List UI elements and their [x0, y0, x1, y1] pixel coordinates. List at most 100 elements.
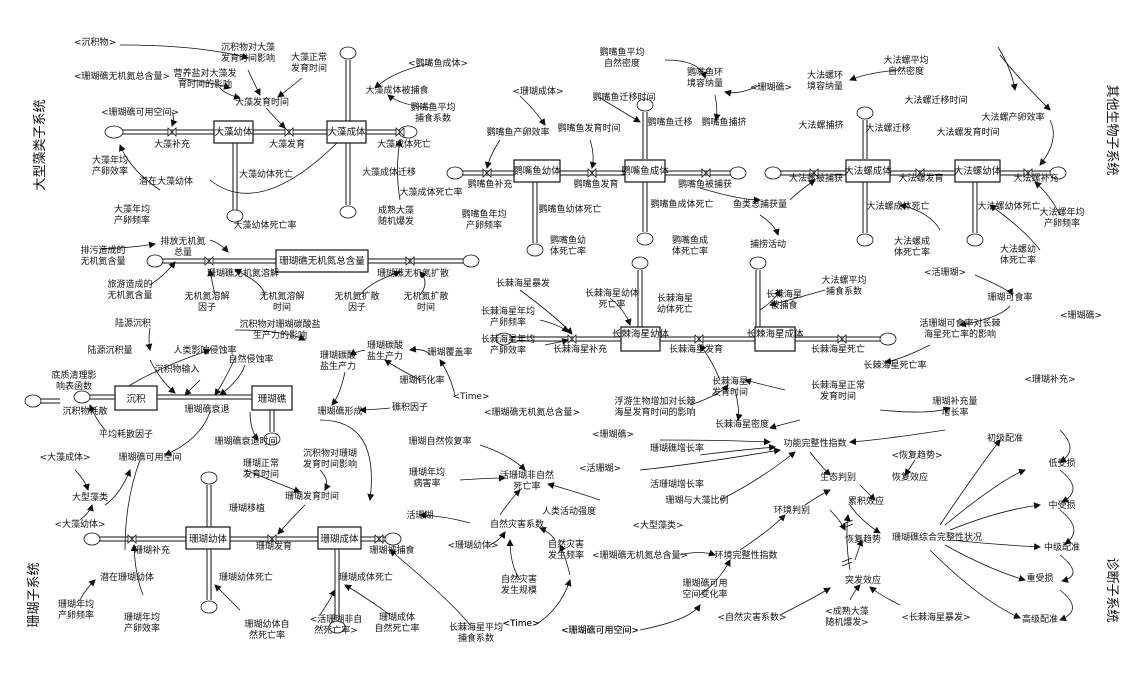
var-label: 自然密度	[604, 57, 640, 69]
var-label: 海星死亡率的影响	[924, 328, 996, 340]
var-label: 大藻年均	[92, 154, 128, 166]
var-label: 大法螺平均	[821, 274, 866, 286]
var-label: 珊瑚礁综合完整性状况	[892, 531, 982, 543]
stock-parrotfish-juvenile: 鹦嘴鱼幼体	[513, 165, 561, 177]
var-label: 鹦嘴鱼幼	[550, 234, 586, 246]
var-label: 大法螺环	[807, 69, 843, 81]
var-label: 珊瑚年均	[409, 466, 445, 478]
var-label: 发育时间影响	[221, 52, 275, 64]
var-label: 大藻补充	[154, 138, 190, 150]
var-label: 盐生产力	[320, 360, 356, 372]
var-label: 大藻年均	[114, 203, 150, 215]
var-label: 累积效应	[848, 495, 884, 507]
var-label: 大法螺发育	[898, 172, 943, 184]
var-label: 鹦嘴鱼成	[672, 234, 708, 246]
var-label: 时间	[273, 301, 291, 313]
var-label: 排放无机氮	[160, 235, 205, 247]
var-label: 死亡率	[598, 298, 625, 310]
var-label: 空间变化率	[682, 588, 727, 600]
var-label: 中受损	[1048, 499, 1075, 511]
var-label: 底质清理影	[51, 369, 96, 381]
var-label: <珊瑚礁可用空间>	[561, 624, 639, 636]
var-label: 大藻幼体死亡	[239, 168, 293, 180]
var-label: 活珊瑚可食率对长棘	[919, 317, 1000, 329]
var-label: 旅游造成的	[107, 278, 152, 290]
var-label: 发育时间	[820, 390, 856, 402]
var-label: 大法螺平均	[883, 54, 928, 66]
var-label: 海星发育时间的影响	[614, 406, 695, 418]
var-label: 产卵频率	[1044, 217, 1080, 229]
var-label: 捕食系数	[415, 112, 451, 124]
var-label: 大藻成体死亡	[377, 138, 431, 150]
var-label: 潜在珊瑚幼体	[100, 571, 154, 583]
var-label: 大藻成体被捕食	[365, 84, 428, 96]
var-label: 珊瑚与大藻比例	[665, 494, 728, 506]
stock-boxes	[114, 120, 1001, 550]
var-label: 产卵频率	[58, 609, 94, 621]
var-label: 珊瑚礁无机氮扩散	[377, 267, 449, 279]
flow-pipes	[40, 60, 1050, 620]
var-label: 无机氮扩散	[334, 290, 379, 302]
var-label: 突发效应	[845, 574, 881, 586]
stock-coral-adult: 珊瑚成体	[320, 533, 359, 545]
var-label: 鹦嘴鱼成体死亡	[650, 198, 713, 210]
subsystem-coral: 珊瑚子系统	[27, 562, 42, 627]
var-label: 长棘海星死亡率	[863, 359, 926, 371]
var-label: <大藻成体>	[39, 451, 90, 463]
var-label: 活珊瑚非自然	[500, 469, 554, 481]
var-label: 珊瑚年均	[124, 611, 160, 623]
var-label: 礁积因子	[392, 401, 428, 413]
var-label: 长棘海星正常	[811, 379, 865, 391]
var-label: 陆源沉积量	[87, 344, 132, 356]
var-label: 珊瑚礁增长率	[650, 442, 704, 454]
var-label: 珊瑚发育	[256, 540, 292, 552]
var-label: <珊瑚礁>	[1060, 309, 1102, 321]
var-label: 长棘海星	[657, 292, 693, 304]
var-label: 浮游生物增加对长棘	[614, 395, 695, 407]
var-label: 长棘海星发育	[669, 343, 723, 355]
stock-coral-juvenile: 珊瑚幼体	[189, 533, 228, 545]
var-label: 发育时间	[243, 468, 279, 480]
var-label: 死亡率	[513, 480, 540, 492]
var-label: 育时间的影响	[178, 78, 232, 90]
subsystem-macroalgae: 大型藻类子系统	[33, 99, 48, 190]
var-label: <大藻幼体>	[54, 518, 105, 530]
var-label: 大法螺幼	[1000, 243, 1036, 255]
var-label: 环境判别	[774, 504, 810, 516]
var-label: 长棘海星年均	[481, 333, 535, 345]
var-label: 然死亡率>	[314, 624, 358, 636]
var-label: 沉积物耗散	[62, 405, 107, 417]
var-label: 恢复趋势	[845, 533, 881, 545]
var-label: 陆源沉积	[115, 317, 151, 329]
var-label: 被捕食	[770, 299, 797, 311]
var-label: <珊瑚礁无机氮总含量>	[74, 70, 170, 82]
var-label: 大藻成体迁移	[362, 166, 416, 178]
var-label: 沉积物输入	[154, 363, 199, 375]
var-label: <活珊瑚>	[579, 462, 621, 474]
var-label: 珊瑚幼体自	[244, 618, 289, 630]
var-label: 功能完整性指数	[783, 437, 846, 449]
var-label: 体死亡率	[550, 245, 586, 257]
var-label: 鹦嘴鱼年均	[461, 208, 506, 220]
subsystem-other: 其他生物子系统	[1104, 84, 1119, 175]
stock-algae-juvenile: 大藻幼体	[214, 126, 253, 138]
var-label: 营养盐对大藻发	[173, 67, 236, 79]
var-label: <沉积物>	[74, 36, 116, 48]
var-label: <珊瑚礁无机氮总含量>	[484, 406, 580, 418]
var-label: 大法螺迁移时间	[904, 94, 967, 106]
delay-marks	[841, 519, 854, 567]
var-label: 生产力的影响	[253, 329, 307, 341]
var-label: 沉积物对大藻	[221, 41, 275, 53]
var-label: 环境完整性指数	[714, 549, 777, 561]
var-label: 病害率	[413, 477, 440, 489]
var-label: 鱼类总捕获量	[733, 198, 787, 210]
var-label: 鹦嘴鱼平均	[410, 101, 455, 113]
var-label: 自然灾害	[501, 573, 537, 585]
var-label: 大法螺成体死亡	[866, 200, 929, 212]
var-label: 珊瑚被捕食	[369, 544, 414, 556]
var-label: 大法螺捕挤	[798, 119, 843, 131]
var-label: 平均耗散因子	[99, 428, 153, 440]
var-label: 鹦嘴鱼产卵效率	[486, 126, 549, 138]
